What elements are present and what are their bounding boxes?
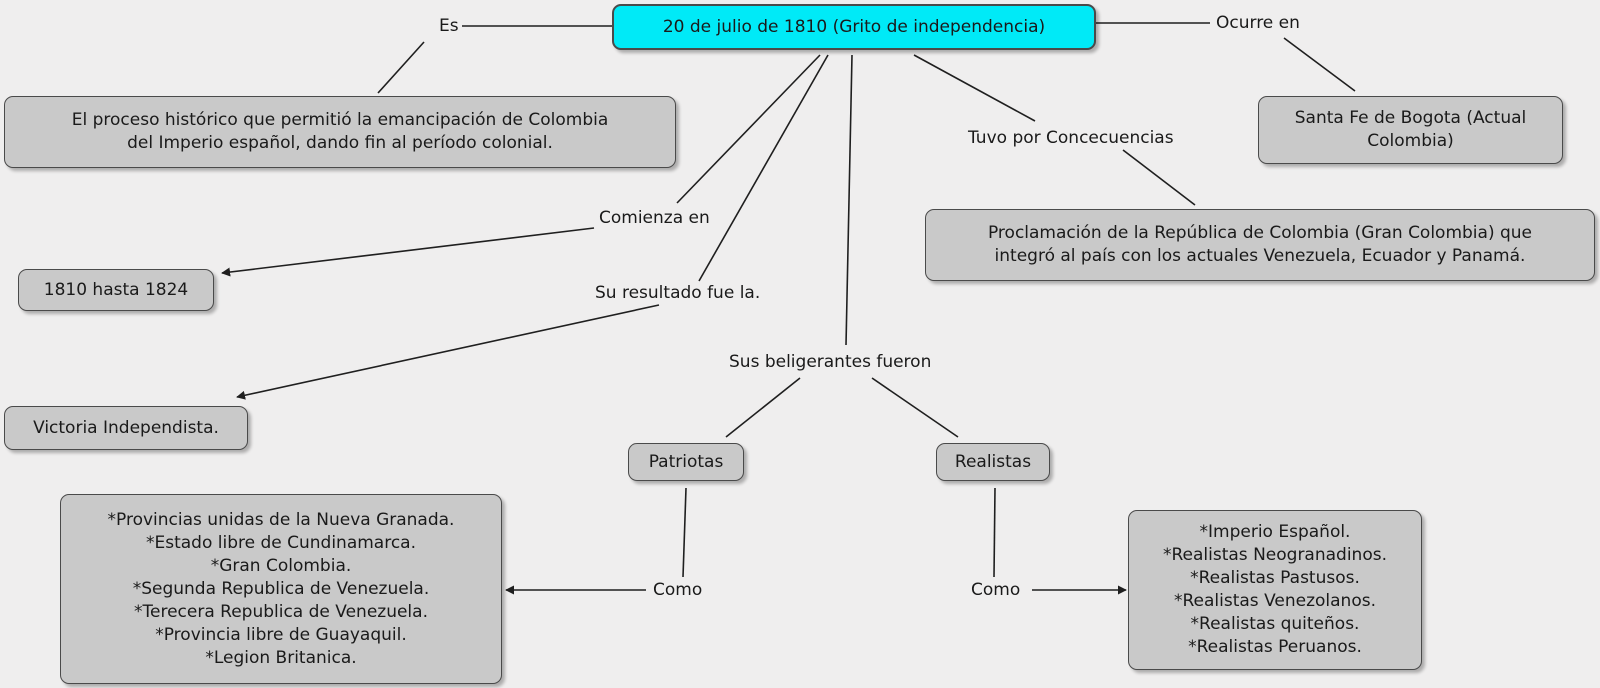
list-item: *Legion Britanica. bbox=[205, 647, 357, 668]
line-es-definicion bbox=[377, 41, 425, 94]
list-item: *Realistas quiteños. bbox=[1190, 614, 1360, 634]
link-label-comienza-en: Comienza en bbox=[596, 208, 713, 228]
list-item: *Terecera Republica de Venezuela. bbox=[134, 601, 428, 622]
period-text: 1810 hasta 1824 bbox=[43, 279, 189, 300]
list-item: *Gran Colombia. bbox=[210, 555, 352, 576]
link-label-resultado: Su resultado fue la. bbox=[592, 283, 764, 303]
line-patriotas-como bbox=[682, 487, 687, 578]
link-label-es: Es bbox=[436, 16, 462, 36]
link-label-beligerantes: Sus beligerantes fueron bbox=[726, 352, 935, 372]
line-ocurre-lugar bbox=[1283, 37, 1356, 92]
list-item: *Provincia libre de Guayaquil. bbox=[155, 624, 407, 645]
realistas-list-node[interactable]: *Imperio Español. *Realistas Neogranadin… bbox=[1128, 510, 1422, 670]
consequence-node[interactable]: Proclamación de la República de Colombia… bbox=[925, 209, 1595, 281]
consequence-text: Proclamación de la República de Colombia… bbox=[987, 223, 1533, 266]
list-item: *Realistas Venezolanos. bbox=[1174, 591, 1376, 611]
line-beligerantes-realistas bbox=[871, 377, 959, 438]
definition-text: El proceso histórico que permitió la ema… bbox=[71, 110, 609, 153]
link-label-ocurre-en: Ocurre en bbox=[1213, 13, 1303, 33]
link-label-consecuencias: Tuvo por Concecuencias bbox=[965, 128, 1177, 148]
line-comienza-periodo bbox=[221, 227, 595, 277]
line-root-resultado bbox=[698, 54, 829, 282]
line-root-comienza bbox=[676, 54, 821, 204]
period-node[interactable]: 1810 hasta 1824 bbox=[18, 269, 214, 311]
patriotas-text: Patriotas bbox=[648, 451, 724, 472]
realistas-list-text: *Imperio Español. *Realistas Neogranadin… bbox=[1163, 521, 1387, 659]
definition-node[interactable]: El proceso histórico que permitió la ema… bbox=[4, 96, 676, 168]
result-text: Victoria Independista. bbox=[33, 417, 219, 438]
location-node[interactable]: Santa Fe de Bogota (Actual Colombia) bbox=[1258, 96, 1563, 164]
patriotas-list-node[interactable]: *Provincias unidas de la Nueva Granada. … bbox=[60, 494, 502, 684]
realistas-node[interactable]: Realistas bbox=[936, 443, 1050, 481]
realistas-text: Realistas bbox=[954, 451, 1032, 472]
line-root-consecuencias bbox=[913, 54, 1036, 122]
list-item: *Realistas Peruanos. bbox=[1188, 637, 1362, 657]
line-beligerantes-patriotas bbox=[725, 377, 801, 438]
location-text: Santa Fe de Bogota (Actual Colombia) bbox=[1294, 108, 1527, 151]
root-concept-text: 20 de julio de 1810 (Grito de independen… bbox=[662, 16, 1046, 37]
list-item: *Imperio Español. bbox=[1199, 522, 1351, 542]
line-realistas-como bbox=[993, 487, 996, 578]
list-item: *Realistas Neogranadinos. bbox=[1163, 545, 1387, 565]
list-item: *Realistas Pastusos. bbox=[1190, 568, 1360, 588]
list-item: *Segunda Republica de Venezuela. bbox=[132, 578, 430, 599]
root-concept-node[interactable]: 20 de julio de 1810 (Grito de independen… bbox=[612, 4, 1096, 50]
line-consecuencias-nodo bbox=[1122, 149, 1196, 206]
result-node[interactable]: Victoria Independista. bbox=[4, 406, 248, 450]
link-label-como-patriotas: Como bbox=[650, 580, 706, 600]
line-resultado-victoria bbox=[236, 304, 660, 400]
link-label-como-realistas: Como bbox=[968, 580, 1024, 600]
list-item: *Provincias unidas de la Nueva Granada. bbox=[107, 509, 455, 530]
patriotas-node[interactable]: Patriotas bbox=[628, 443, 744, 481]
list-item: *Estado libre de Cundinamarca. bbox=[145, 532, 417, 553]
patriotas-list-text: *Provincias unidas de la Nueva Granada. … bbox=[108, 509, 455, 670]
line-root-beligerantes bbox=[845, 54, 853, 346]
